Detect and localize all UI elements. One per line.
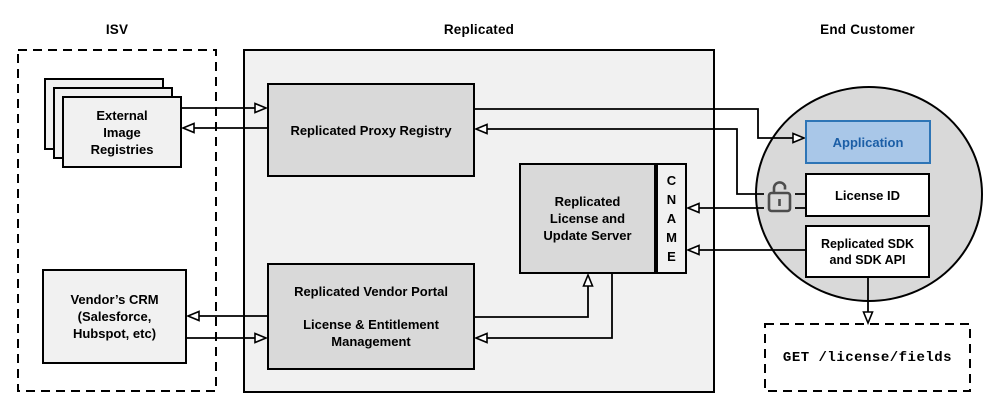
- crm-line-1: Vendor’s CRM: [70, 292, 159, 307]
- license-id-label: License ID: [834, 187, 901, 203]
- server-line-1: Replicated: [554, 194, 621, 209]
- application-box: Application: [805, 120, 931, 164]
- sdk-line-2: and SDK API: [829, 252, 906, 267]
- registries-line-3: Registries: [90, 141, 154, 157]
- end-customer-section-label: End Customer: [820, 22, 915, 37]
- crm-line-3: Hubspot, etc): [72, 326, 157, 341]
- isv-section-label: ISV: [105, 22, 129, 37]
- sdk-line-1: Replicated SDK: [820, 236, 915, 251]
- cname-letter-m: M: [666, 230, 677, 245]
- license-id-box: License ID: [805, 173, 930, 217]
- get-license-fields-box: GET /license/fields: [765, 324, 970, 391]
- application-label: Application: [832, 134, 904, 150]
- arrowhead-into-registries: [180, 122, 195, 134]
- vendor-portal-title: Replicated Vendor Portal: [294, 284, 448, 299]
- server-line-2: License and: [549, 211, 626, 226]
- cname-letter-e: E: [667, 249, 676, 264]
- get-endpoint-label: GET /license/fields: [782, 349, 953, 366]
- arrowhead-into-crm: [185, 310, 200, 322]
- replicated-section-label: Replicated: [443, 22, 515, 37]
- vendor-portal-line-1: License & Entitlement: [303, 317, 439, 332]
- vendor-portal-line-2: Management: [331, 334, 411, 349]
- cname-box: C N A M E: [656, 163, 687, 274]
- registries-line-2: Image: [103, 124, 141, 140]
- license-update-server-box: Replicated License and Update Server: [519, 163, 656, 274]
- proxy-registry-label: Replicated Proxy Registry: [290, 122, 452, 138]
- cname-letter-n: N: [666, 192, 677, 207]
- arrowhead-into-get-box: [862, 311, 874, 326]
- proxy-registry-box: Replicated Proxy Registry: [267, 83, 475, 177]
- cname-letter-a: A: [666, 211, 677, 226]
- cname-letter-c: C: [666, 173, 677, 188]
- vendor-portal-box: Replicated Vendor Portal License & Entit…: [267, 263, 475, 370]
- replicated-sdk-box: Replicated SDK and SDK API: [805, 225, 930, 278]
- vendors-crm-box: Vendor’s CRM (Salesforce, Hubspot, etc): [42, 269, 187, 364]
- crm-line-2: (Salesforce,: [77, 309, 152, 324]
- server-line-3: Update Server: [543, 228, 632, 243]
- external-image-registries-box: External Image Registries: [62, 96, 182, 168]
- registries-line-1: External: [96, 107, 148, 123]
